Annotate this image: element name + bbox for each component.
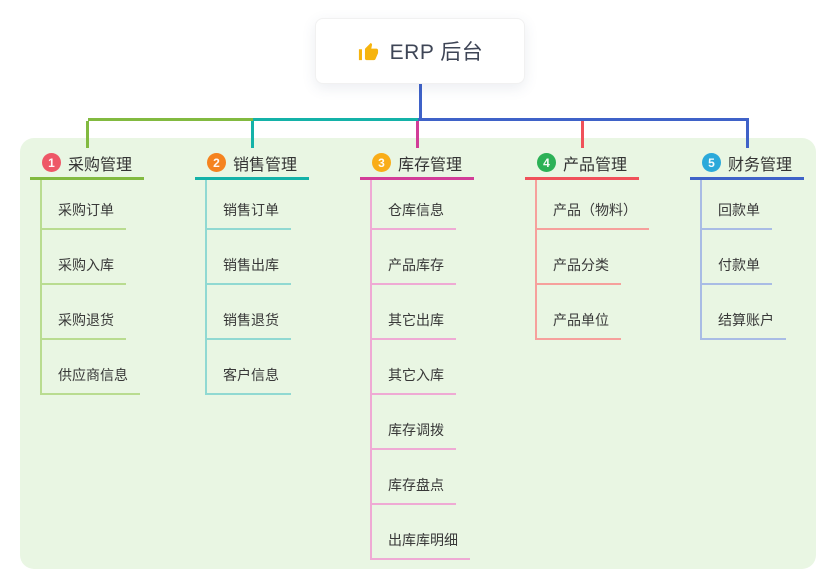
branch-label: 销售管理: [233, 156, 298, 174]
child-node[interactable]: 采购入库: [42, 230, 126, 285]
branch-node[interactable]: 2 销售管理: [195, 148, 310, 180]
thumbs-up-icon: [357, 40, 380, 63]
branch-number-badge: 2: [207, 153, 226, 172]
branch-number-badge: 3: [372, 153, 391, 172]
child-node[interactable]: 采购退货: [42, 285, 126, 340]
child-node[interactable]: 采购订单: [42, 180, 126, 230]
branch-label: 财务管理: [728, 156, 793, 174]
root-node-label: ERP 后台: [389, 41, 484, 64]
branch-node[interactable]: 4 产品管理: [525, 148, 640, 180]
branch-label: 库存管理: [398, 156, 463, 174]
branch-column: 3 库存管理 仓库信息产品库存其它出库其它入库库存调拨库存盘点出库库明细: [360, 148, 475, 560]
branch-column: 5 财务管理 回款单付款单结算账户: [690, 148, 805, 340]
connector-line: [581, 121, 584, 148]
child-node[interactable]: 付款单: [702, 230, 772, 285]
mindmap-panel: [20, 138, 816, 569]
child-node[interactable]: 结算账户: [702, 285, 786, 340]
branch-children: 仓库信息产品库存其它出库其它入库库存调拨库存盘点出库库明细: [370, 180, 470, 560]
connector-line: [87, 118, 253, 121]
child-node[interactable]: 产品分类: [537, 230, 621, 285]
child-node[interactable]: 库存盘点: [372, 450, 456, 505]
child-node[interactable]: 客户信息: [207, 340, 291, 395]
child-node[interactable]: 回款单: [702, 180, 772, 230]
connector-line: [417, 118, 749, 121]
child-node[interactable]: 库存调拨: [372, 395, 456, 450]
branch-number-badge: 4: [537, 153, 556, 172]
child-node[interactable]: 其它出库: [372, 285, 456, 340]
branch-node[interactable]: 5 财务管理: [690, 148, 805, 180]
child-node[interactable]: 销售出库: [207, 230, 291, 285]
child-node[interactable]: 产品库存: [372, 230, 456, 285]
branch-children: 采购订单采购入库采购退货供应商信息: [40, 180, 140, 395]
child-node[interactable]: 供应商信息: [42, 340, 140, 395]
branch-node[interactable]: 3 库存管理: [360, 148, 475, 180]
child-node[interactable]: 产品单位: [537, 285, 621, 340]
child-node[interactable]: 产品（物料）: [537, 180, 649, 230]
branch-column: 4 产品管理 产品（物料）产品分类产品单位: [525, 148, 649, 340]
child-node[interactable]: 出库库明细: [372, 505, 470, 560]
branch-label: 采购管理: [68, 156, 133, 174]
branch-children: 销售订单销售出库销售退货客户信息: [205, 180, 291, 395]
branch-children: 回款单付款单结算账户: [700, 180, 786, 340]
branch-number-badge: 1: [42, 153, 61, 172]
connector-line: [251, 121, 254, 148]
child-node[interactable]: 销售订单: [207, 180, 291, 230]
connector-line: [416, 121, 419, 148]
branch-node[interactable]: 1 采购管理: [30, 148, 145, 180]
connector-line: [252, 118, 418, 121]
branch-column: 2 销售管理 销售订单销售出库销售退货客户信息: [195, 148, 310, 395]
connector-line: [419, 82, 422, 120]
child-node[interactable]: 仓库信息: [372, 180, 456, 230]
child-node[interactable]: 销售退货: [207, 285, 291, 340]
branch-column: 1 采购管理 采购订单采购入库采购退货供应商信息: [30, 148, 145, 395]
child-node[interactable]: 其它入库: [372, 340, 456, 395]
connector-line: [86, 121, 89, 148]
branch-children: 产品（物料）产品分类产品单位: [535, 180, 649, 340]
branch-label: 产品管理: [563, 156, 628, 174]
connector-line: [746, 121, 749, 148]
root-node[interactable]: ERP 后台: [315, 18, 525, 84]
branch-number-badge: 5: [702, 153, 721, 172]
